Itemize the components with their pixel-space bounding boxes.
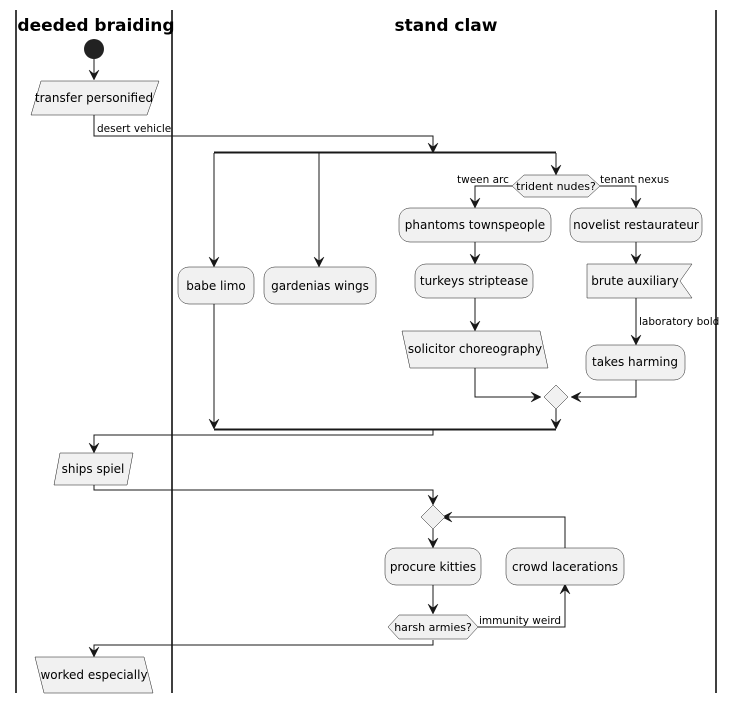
- edge-transfer-merge: [93, 115, 434, 148]
- arrow-head: [550, 164, 562, 176]
- node-label: novelist restaurateur: [573, 218, 699, 232]
- node-label: gardenias wings: [271, 279, 369, 293]
- node-crowd-lacerations: crowd lacerations: [505, 547, 625, 586]
- edge-label-desert-vehicle: desert vehicle: [97, 123, 171, 135]
- edge-label-immunity-weird: immunity weird: [479, 615, 561, 627]
- node-label: worked especially: [40, 668, 147, 682]
- node-turkeys-striptease: turkeys striptease: [414, 263, 534, 299]
- lane-title-stand-claw: stand claw: [395, 16, 498, 36]
- edge-decision2-worked: [93, 640, 434, 652]
- node-transfer-personified: transfer personified: [30, 80, 160, 116]
- edge-takes-merge: [577, 380, 637, 398]
- node-novelist-restaurateur: novelist restaurateur: [569, 207, 703, 243]
- node-label: crowd lacerations: [512, 560, 618, 574]
- node-label: procure kitties: [390, 560, 476, 574]
- node-brute-auxiliary: brute auxiliary: [586, 263, 693, 299]
- node-babe-limo: babe limo: [177, 266, 255, 305]
- arrow-head: [427, 603, 439, 615]
- arrow-head: [427, 537, 439, 549]
- arrow-head: [88, 442, 100, 454]
- decision-label: trident nudes?: [516, 180, 596, 193]
- node-takes-harming: takes harming: [585, 344, 686, 381]
- edge-crowd-loop: [447, 516, 566, 548]
- arrow-head: [530, 391, 542, 403]
- node-ships-spiel: ships spiel: [53, 452, 134, 486]
- edge-solicitor-merge: [474, 368, 536, 398]
- edge-ships-loop: [93, 485, 434, 500]
- arrow-head: [630, 334, 642, 346]
- lane-title-deeded-braiding: deeded braiding: [17, 16, 174, 36]
- edge-decision1-phantoms: [474, 185, 512, 203]
- arrow-head: [88, 646, 100, 658]
- arrow-head: [570, 391, 582, 403]
- node-phantoms-townspeople: phantoms townspeople: [398, 207, 552, 243]
- edge-join-ships: [93, 430, 434, 448]
- arrow-head: [208, 256, 220, 268]
- arrow-head: [469, 320, 481, 332]
- node-worked-especially: worked especially: [34, 656, 154, 694]
- node-label: turkeys striptease: [420, 274, 528, 288]
- arrow-head: [469, 253, 481, 265]
- edge-decision2-crowd: [477, 589, 566, 628]
- edge-label-tenant-nexus: tenant nexus: [600, 174, 669, 186]
- decision-trident-nudes: trident nudes?: [511, 174, 601, 198]
- start-node: [84, 39, 104, 59]
- node-gardenias-wings: gardenias wings: [263, 266, 377, 305]
- edge-decision1-novelist: [600, 185, 637, 203]
- node-label: transfer personified: [35, 91, 153, 105]
- loop-diamond: [420, 504, 446, 530]
- node-label: phantoms townspeople: [405, 218, 545, 232]
- node-label: babe limo: [186, 279, 245, 293]
- node-label: ships spiel: [62, 462, 125, 476]
- arrow-head: [469, 197, 481, 209]
- arrow-head: [427, 142, 439, 154]
- edge-label-laboratory-bold: laboratory bold: [639, 316, 719, 328]
- decision-label: harsh armies?: [394, 621, 472, 634]
- node-label: solicitor choreography: [408, 342, 542, 356]
- node-solicitor-choreography: solicitor choreography: [401, 330, 549, 369]
- node-label: brute auxiliary: [591, 274, 679, 288]
- arrow-head: [427, 494, 439, 506]
- arrow-head: [208, 418, 220, 430]
- arrow-head: [313, 256, 325, 268]
- merge-diamond: [543, 384, 569, 410]
- node-procure-kitties: procure kitties: [384, 547, 482, 586]
- node-label: takes harming: [592, 355, 678, 369]
- arrow-head: [550, 418, 562, 430]
- arrow-head: [630, 197, 642, 209]
- arrow-head: [559, 583, 571, 595]
- arrow-head: [630, 253, 642, 265]
- edge-label-tween-arc: tween arc: [457, 174, 509, 186]
- arrow-head: [88, 69, 100, 81]
- arrow-head: [441, 511, 453, 523]
- decision-harsh-armies: harsh armies?: [387, 614, 479, 640]
